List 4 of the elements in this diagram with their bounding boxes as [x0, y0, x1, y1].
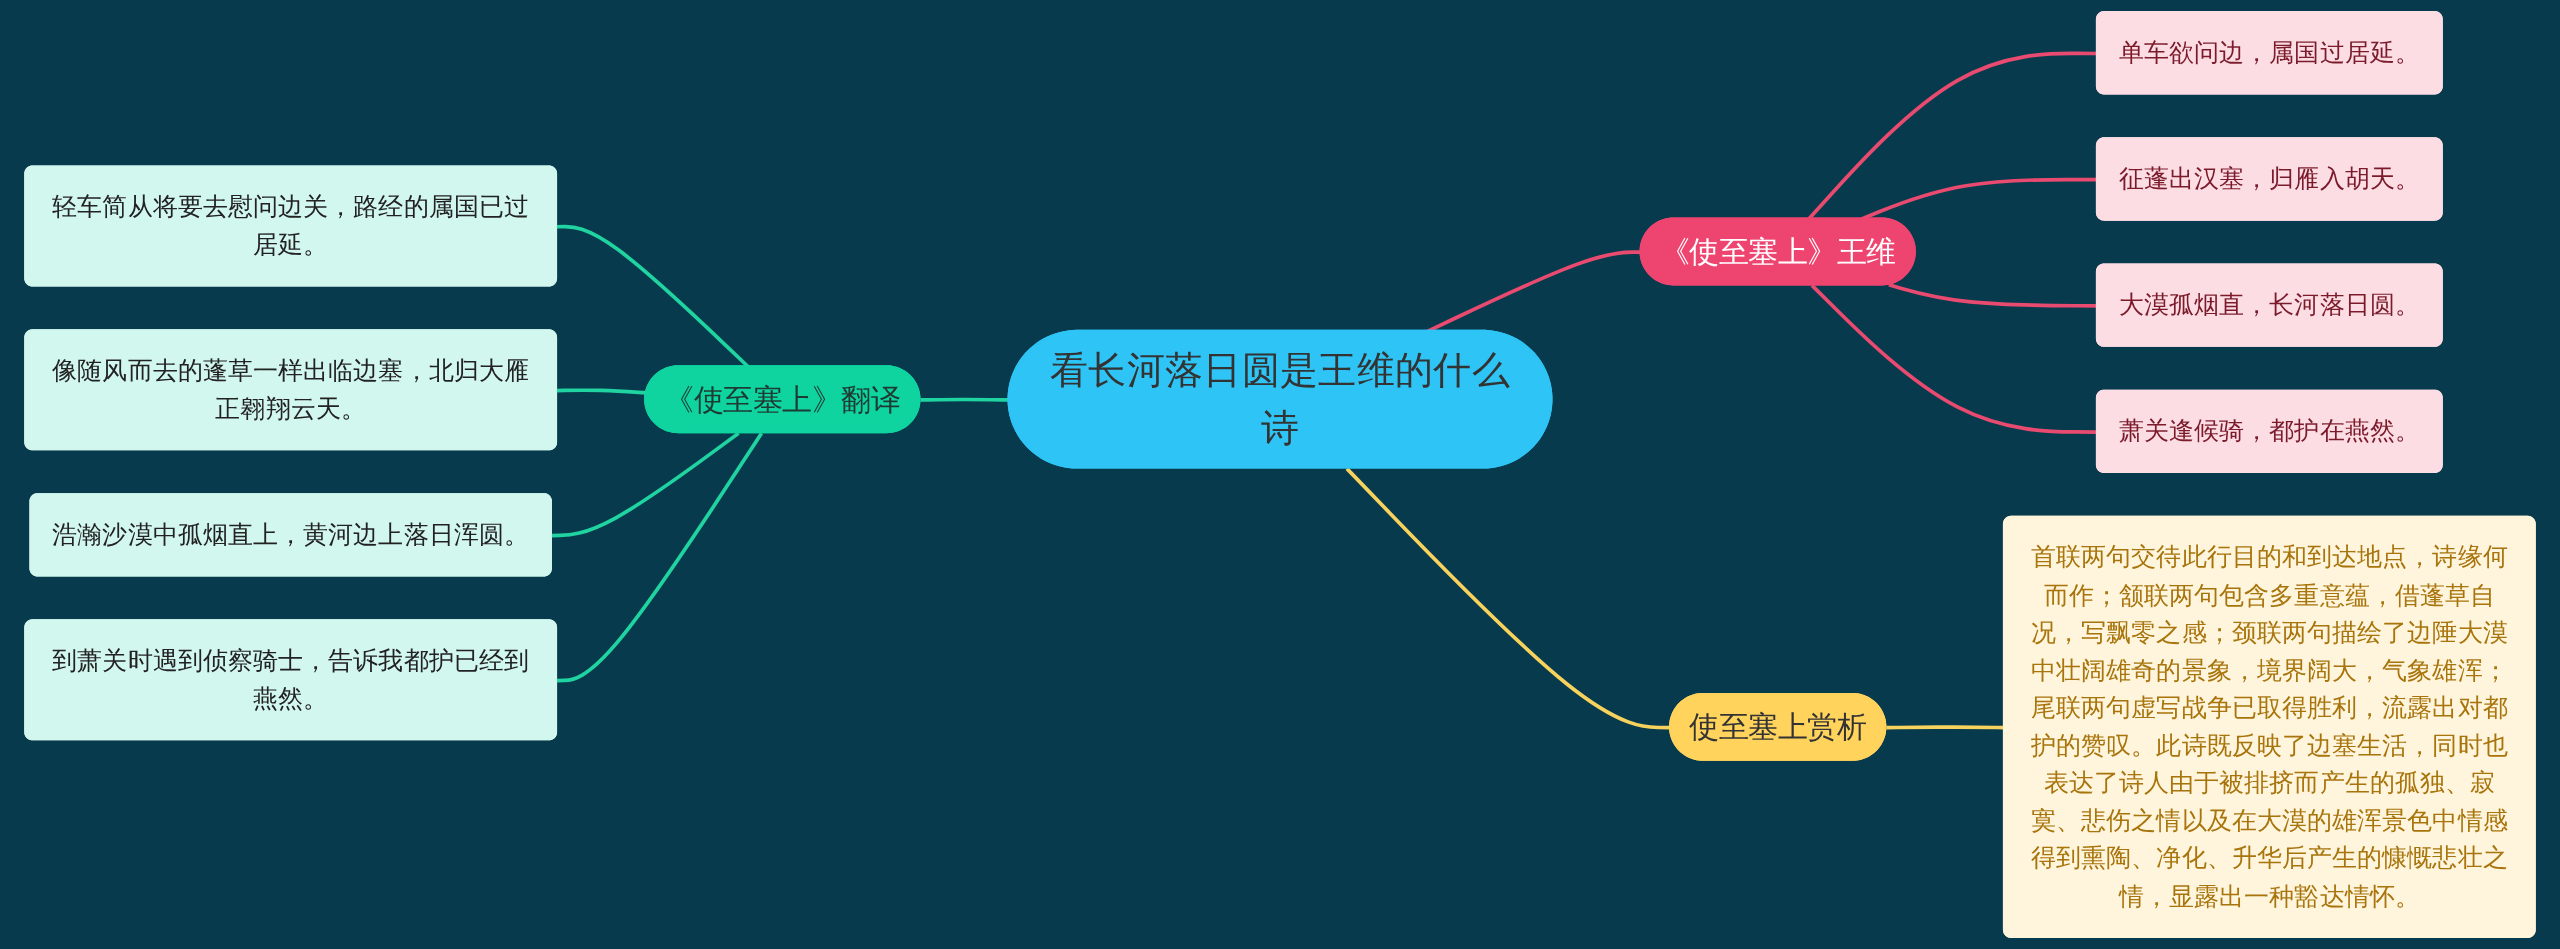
connector — [1345, 467, 1671, 730]
connector — [557, 432, 764, 683]
connector — [557, 388, 647, 395]
connector — [551, 431, 740, 538]
